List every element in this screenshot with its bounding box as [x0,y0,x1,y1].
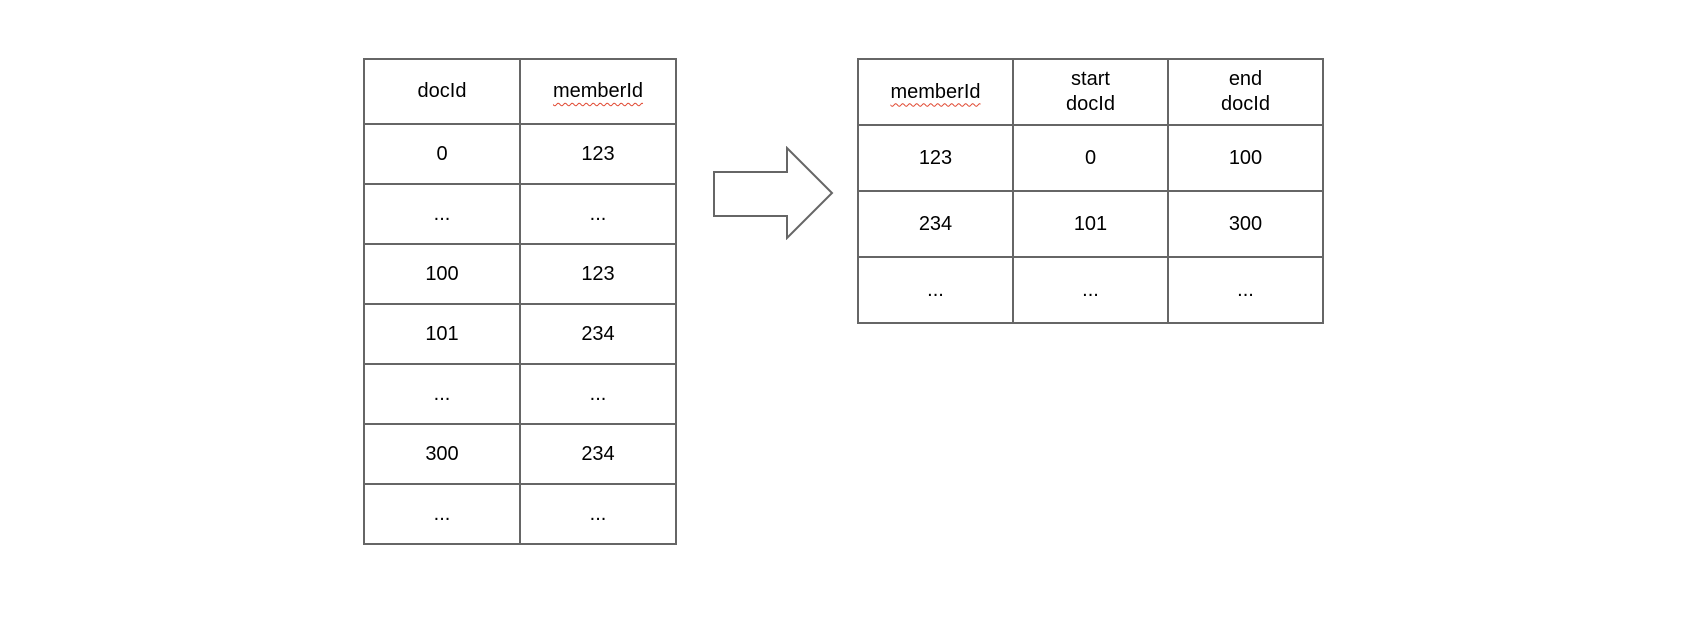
table-cell: 101 [363,303,521,365]
column-header: docId [363,58,521,125]
table-cell: ... [519,483,677,545]
table-cell: 100 [1167,124,1324,192]
table-row: ...... [363,363,677,425]
column-header: memberId [519,58,677,125]
table-cell: 234 [857,190,1014,258]
table-cell: ... [363,363,521,425]
table-cell: ... [519,363,677,425]
transform-arrow-icon [713,146,834,240]
column-header: start docId [1012,58,1169,126]
table-row: ...... [363,183,677,245]
table-cell: 300 [1167,190,1324,258]
table-row: ...... [363,483,677,545]
table-cell: 123 [519,123,677,185]
table-cell: 123 [519,243,677,305]
table-cell: ... [1012,256,1169,324]
table-cell: ... [363,483,521,545]
table-cell: 0 [363,123,521,185]
table-cell: 100 [363,243,521,305]
table-cell: 234 [519,303,677,365]
table-cell: 234 [519,423,677,485]
table-cell: ... [857,256,1014,324]
table-cell: 300 [363,423,521,485]
table-cell: ... [519,183,677,245]
table-cell: ... [1167,256,1324,324]
table-cell: 0 [1012,124,1169,192]
table-cell: ... [363,183,521,245]
table-cell: 101 [1012,190,1169,258]
column-header: memberId [857,58,1014,126]
table-row: ......... [857,256,1324,324]
column-header: end docId [1167,58,1324,126]
table-cell: 123 [857,124,1014,192]
